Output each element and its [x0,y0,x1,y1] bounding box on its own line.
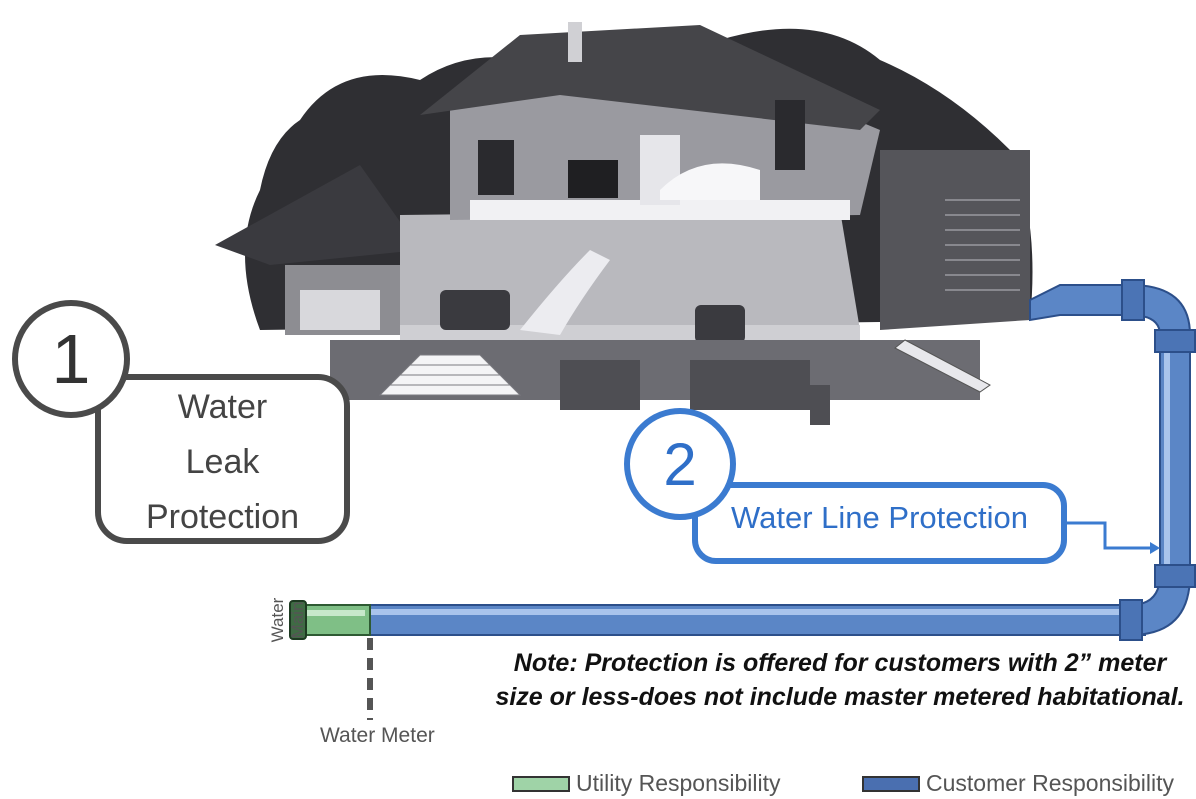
water-line-protection-box [692,482,1067,564]
legend-customer-swatch [862,775,920,792]
pipe-coupling [1154,564,1196,588]
staircase [520,250,610,335]
window [478,140,514,195]
water-line-protection-label: Water Line Protection [731,500,1028,535]
legend-utility: Utility Responsibility [512,770,781,797]
chimney [568,22,582,62]
callout-number-1-text: 1 [51,320,91,398]
callout-number-1: 1 [12,300,130,418]
water-leak-protection-box [95,374,350,544]
tv [568,160,618,198]
upper-floor [470,200,850,220]
window [775,100,805,170]
right-wing [880,150,1030,330]
armchair [695,305,745,343]
water-main-label: Water Main [268,597,307,643]
pipe-coupling [1121,279,1145,321]
callout-number-2: 2 [624,408,736,520]
callout-2-leader [1067,521,1150,550]
sofa-upper [660,163,760,200]
callout-number-2-text: 2 [663,430,697,498]
legend-utility-swatch [512,775,570,792]
pipe-coupling [1119,599,1143,641]
main-roof [420,25,880,130]
protection-note: Note: Protection is offered for customer… [495,649,1185,711]
front-steps [378,354,522,396]
water-main-cap [289,600,307,640]
legend-customer: Customer Responsibility [862,770,1174,797]
legend-customer-label: Customer Responsibility [926,770,1174,796]
pipe-coupling [1154,329,1196,353]
porch-roof [215,165,420,265]
legend-utility-label: Utility Responsibility [576,770,781,796]
basement-steps [894,339,991,393]
water-meter-label: Water Meter [320,724,435,747]
main-walls [400,210,860,340]
armchair [440,290,510,330]
pipe-into-house [1029,284,1136,322]
water-leak-protection-label: Water Leak Protection [145,388,300,536]
